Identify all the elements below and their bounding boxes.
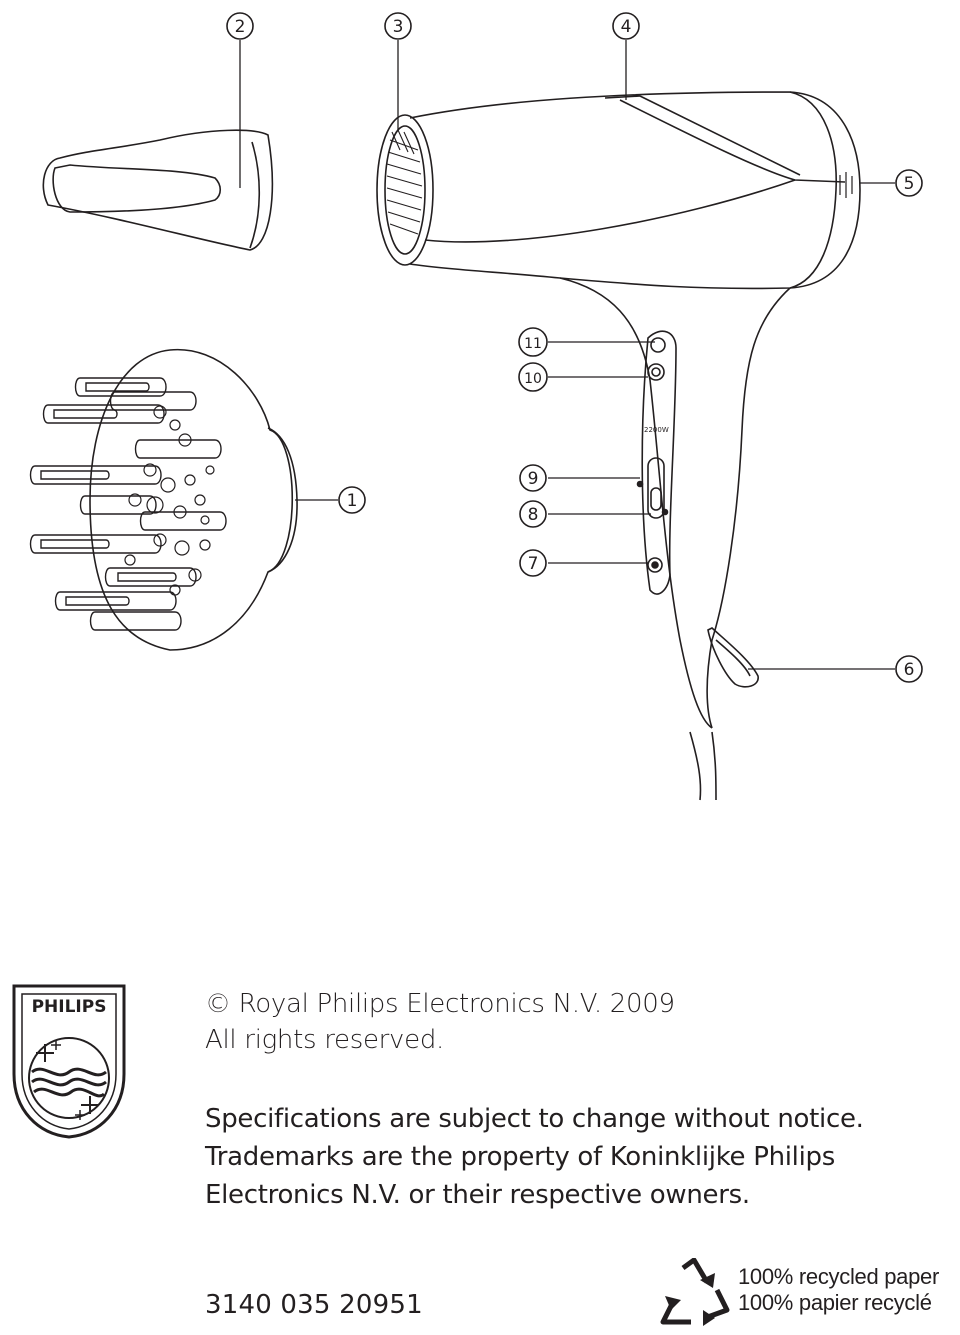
svg-text:11: 11 [524,336,542,352]
callout-3: 3 [384,12,412,40]
callout-6: 6 [895,655,923,683]
copyright-line: © Royal Philips Electronics N.V. 2009 [205,989,675,1019]
recycled-french: 100% papier recyclé [738,1290,932,1315]
callout-5: 5 [895,169,923,197]
svg-text:4: 4 [621,17,632,37]
product-diagram: 2200W [29,12,923,801]
spec-line-2: Trademarks are the property of Koninklij… [205,1142,835,1172]
philips-wordmark: PHILIPS [32,997,107,1017]
hair-dryer: 2200W [376,91,861,801]
recycled-english: 100% recycled paper [738,1264,939,1289]
svg-text:10: 10 [524,371,542,387]
svg-text:9: 9 [528,469,539,489]
svg-text:7: 7 [528,554,539,574]
callout-11: 11 [518,327,548,357]
callout-7: 7 [519,549,547,577]
spec-line-1: Specifications are subject to change wit… [205,1104,864,1134]
callout-8: 8 [519,500,547,528]
copyright-block: © Royal Philips Electronics N.V. 2009 Al… [205,986,675,1058]
rights-line: All rights reserved. [205,1025,444,1055]
svg-text:5: 5 [904,174,915,194]
callout-4: 4 [612,12,640,40]
callout-10: 10 [518,362,548,392]
diffuser-attachment [29,348,298,651]
svg-text:6: 6 [904,660,915,680]
recycled-paper-note: 100% recycled paper 100% papier recyclé [738,1264,939,1316]
recycle-icon [660,1258,730,1326]
specifications-notice: Specifications are subject to change wit… [205,1100,864,1214]
document-code: 3140 035 20951 [205,1290,423,1320]
callout-leaders [239,40,895,670]
callout-9: 9 [519,464,547,492]
power-label: 2200W [644,426,669,434]
callout-labels: 2 3 4 5 1 6 11 10 9 8 7 [226,12,923,683]
callout-2: 2 [226,12,254,40]
spec-line-3: Electronics N.V. or their respective own… [205,1180,750,1210]
concentrator-nozzle [42,129,274,251]
svg-text:3: 3 [393,17,404,37]
svg-text:8: 8 [528,505,539,525]
svg-text:2: 2 [235,17,246,37]
philips-logo: PHILIPS [12,984,126,1139]
svg-text:1: 1 [347,491,358,511]
callout-1: 1 [338,486,366,514]
